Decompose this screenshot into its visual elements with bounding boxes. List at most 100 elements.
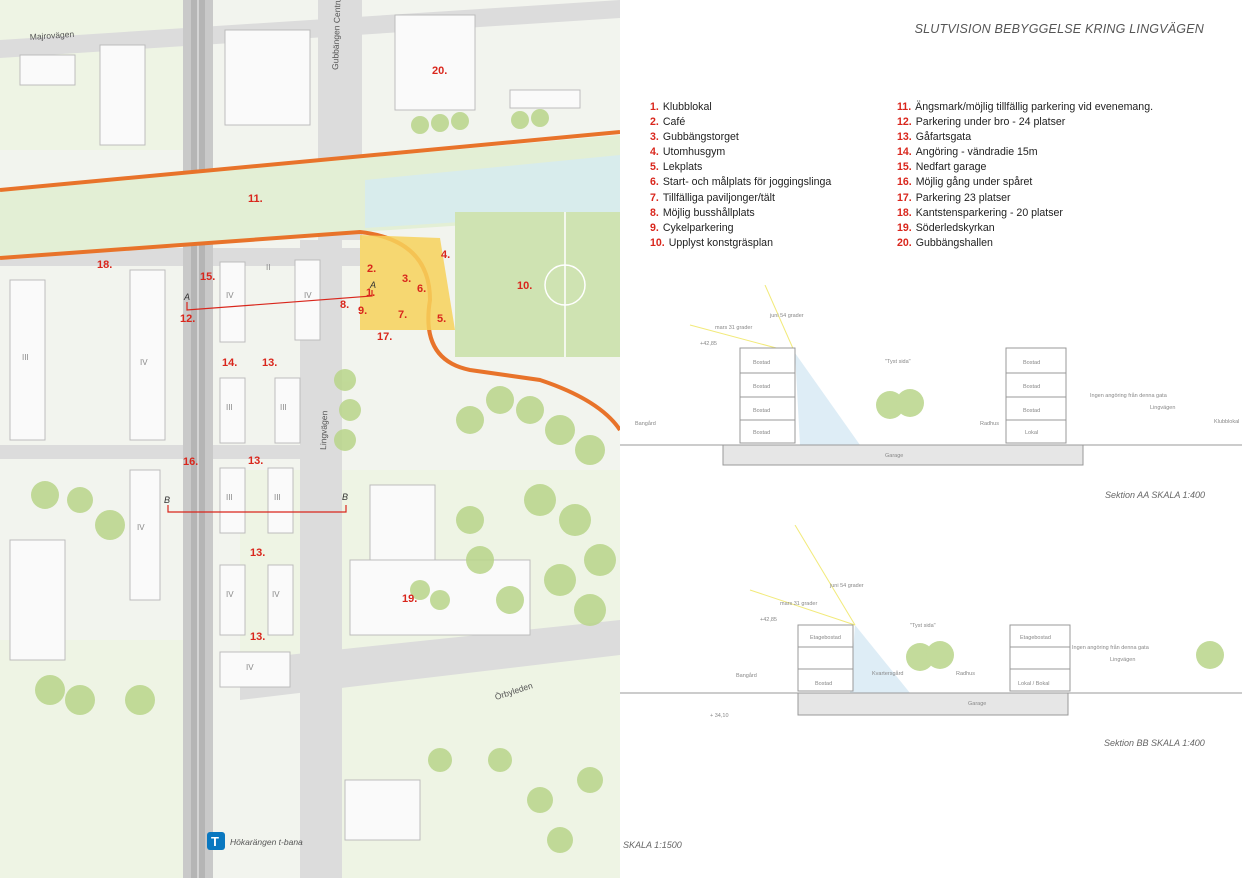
legend-number: 10. (650, 236, 665, 249)
legend-text: Café (662, 116, 686, 129)
page-title: SLUTVISION BEBYGGELSE KRING LINGVÄGEN (914, 22, 1204, 36)
legend-item: 3.Gubbängstorget (650, 130, 831, 145)
map-label-13d: 13. (250, 631, 265, 643)
legend-text: Ängsmark/möjlig tillfällig parkering vid… (915, 101, 1154, 113)
map-label-15: 15. (200, 271, 215, 283)
legend-text: Gåfartsgata (915, 131, 972, 144)
section-bb-drawing: Etagebostad Etagebostad Bostad Radhus Kv… (620, 525, 1242, 719)
legend-text: Upplyst konstgräsplan (668, 236, 773, 249)
legend-number: 14. (897, 146, 912, 159)
map-label-9: 9. (358, 305, 367, 317)
legend-number: 7. (650, 191, 659, 204)
bb-kvartersgard: Kvartersgård (872, 670, 904, 677)
legend-text: Möjlig gång under spåret (915, 176, 1033, 189)
aa-bostad-3: Bostad (753, 408, 770, 414)
legend-item: 17.Parkering 23 platser (897, 191, 1153, 206)
aa-sun-mars: mars 31 grader (715, 325, 752, 331)
legend-number: 17. (897, 191, 912, 204)
floors-label: IV (272, 590, 280, 599)
bb-lokal-bokal: Lokal / Bokal (1018, 681, 1050, 687)
bb-lingvagen: Lingvägen (1110, 657, 1135, 663)
legend-text: Kantstensparkering - 20 platser (915, 206, 1063, 219)
legend-text: Start- och målplats för joggingslinga (662, 176, 832, 189)
bb-sun-mars: mars 31 grader (780, 601, 817, 607)
floors-label: IV (304, 291, 312, 300)
aa-radhus: Radhus (980, 421, 999, 427)
section-aa-caption: Sektion AA SKALA 1:400 (1105, 490, 1206, 500)
legend-number: 5. (650, 161, 659, 174)
station-label: Hökarängen t-bana (230, 837, 303, 847)
football-pitch (455, 212, 620, 357)
rail-track (183, 0, 213, 878)
map-label-18: 18. (97, 259, 112, 271)
map-label-4: 4. (441, 249, 450, 261)
legend-text: Lekplats (662, 161, 703, 174)
bb-radhus: Radhus (956, 671, 975, 677)
legend-number: 13. (897, 131, 912, 144)
floors-label: III (280, 403, 287, 412)
map-label-6: 6. (417, 283, 426, 295)
legend-number: 1. (650, 101, 659, 113)
legend-number: 4. (650, 146, 659, 159)
map-label-20: 20. (432, 65, 447, 77)
legend-item: 19.Söderledskyrkan (897, 221, 1153, 236)
legend-text: Parkering under bro - 24 platser (915, 116, 1066, 129)
legend-number: 6. (650, 176, 659, 189)
legend-item: 4.Utomhusgym (650, 145, 831, 160)
legend-text: Möjlig busshållplats (662, 206, 755, 219)
floors-label: IV (246, 663, 254, 672)
legend-item: 2.Café (650, 115, 831, 130)
legend-item: 6.Start- och målplats för joggingslinga (650, 175, 831, 190)
legend-item: 11.Ängsmark/möjlig tillfällig parkering … (897, 100, 1153, 115)
map-label-13b: 13. (248, 455, 263, 467)
trees (31, 109, 616, 853)
bb-etage-2: Etagebostad (1020, 635, 1051, 641)
legend-number: 3. (650, 131, 659, 144)
cut-marker-a1: A (183, 292, 190, 302)
legend-number: 16. (897, 176, 912, 189)
map-label-1: 1. (366, 287, 375, 299)
aa-bostad-4: Bostad (753, 430, 770, 436)
section-cut-lines (167, 290, 373, 513)
legend-text: Tillfälliga paviljonger/tält (662, 191, 775, 204)
aa-klubb: Klubblokal (1214, 419, 1239, 425)
street-gubbangen-centrum: Gubbängen Centrum (330, 0, 343, 70)
floors-label: II (266, 263, 270, 272)
legend-text: Söderledskyrkan (915, 221, 995, 234)
legend-number: 20. (897, 236, 912, 249)
bb-garage: Garage (968, 701, 986, 707)
aa-garage: Garage (885, 453, 903, 459)
map-label-14: 14. (222, 357, 237, 369)
map-label-10: 10. (517, 280, 532, 292)
buildings (9, 14, 581, 841)
legend-text: Cykelparkering (662, 221, 734, 234)
bb-sun-juni: juni 54 grader (829, 583, 864, 589)
legend-item: 15.Nedfart garage (897, 160, 1153, 175)
map-label-3: 3. (402, 273, 411, 285)
street-majrovagen: Majrovägen (29, 29, 74, 42)
site-plan: Majrovägen Gubbängen Centrum Lingvägen Ö… (0, 0, 620, 878)
legend-number: 11. (897, 101, 912, 113)
bb-bangard: Bangård (736, 672, 757, 679)
map-label-13a: 13. (262, 357, 277, 369)
legend-number: 8. (650, 206, 659, 219)
floors-label: III (22, 353, 29, 362)
floors-label: III (274, 493, 281, 502)
legend-item: 8.Möjlig busshållplats (650, 206, 831, 221)
legend-item: 14.Angöring - vändradie 15m (897, 145, 1153, 160)
legend-text: Klubblokal (662, 101, 712, 113)
legend-text: Gubbängstorget (662, 131, 739, 144)
map-label-5: 5. (437, 313, 446, 325)
legend-item: 12.Parkering under bro - 24 platser (897, 115, 1153, 130)
legend-item: 20.Gubbängshallen (897, 236, 1153, 251)
bb-bostad: Bostad (815, 681, 832, 687)
floors-label: III (226, 403, 233, 412)
legend-number: 2. (650, 116, 659, 129)
aa-bostad-7: Bostad (1023, 408, 1040, 414)
svg-text:T: T (211, 834, 219, 849)
legend-item: 13.Gåfartsgata (897, 130, 1153, 145)
floors-label: III (226, 493, 233, 502)
legend-item: 1.Klubblokal (650, 100, 831, 115)
legend-item: 9.Cykelparkering (650, 221, 831, 236)
